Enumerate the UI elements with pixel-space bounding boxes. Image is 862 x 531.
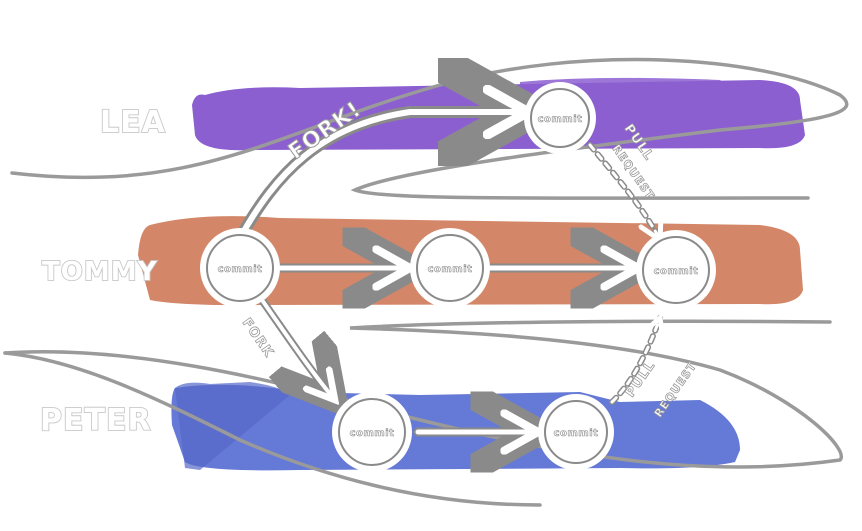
commit-node-tommy-2: commit [410,228,490,308]
commit-label: commit [218,264,263,275]
commit-node-peter-1: commit [332,392,412,472]
commit-node-tommy-3: commit [636,230,716,310]
lane-label-lea: LEA [100,105,166,140]
commit-label: commit [554,428,599,439]
pull-request-edge-peter [610,318,660,404]
fork-label-bottom: FORK [239,316,277,361]
edges [237,112,660,432]
commit-label: commit [350,428,395,439]
commit-node-tommy-1: commit [200,228,280,308]
commit-node-lea: commit [524,82,596,154]
pull-request-edge-lea [588,143,660,240]
lane-label-peter: PETER [40,403,152,438]
fork-edge-peter [260,298,335,400]
commit-label: commit [538,114,583,125]
fork-edge-lea [237,112,528,241]
lane-label-tommy: TOMMY [42,257,158,287]
commit-label: commit [428,264,473,275]
lane-band-peter [171,382,740,471]
commit-label: commit [654,266,699,277]
commit-node-peter-2: commit [538,394,614,470]
